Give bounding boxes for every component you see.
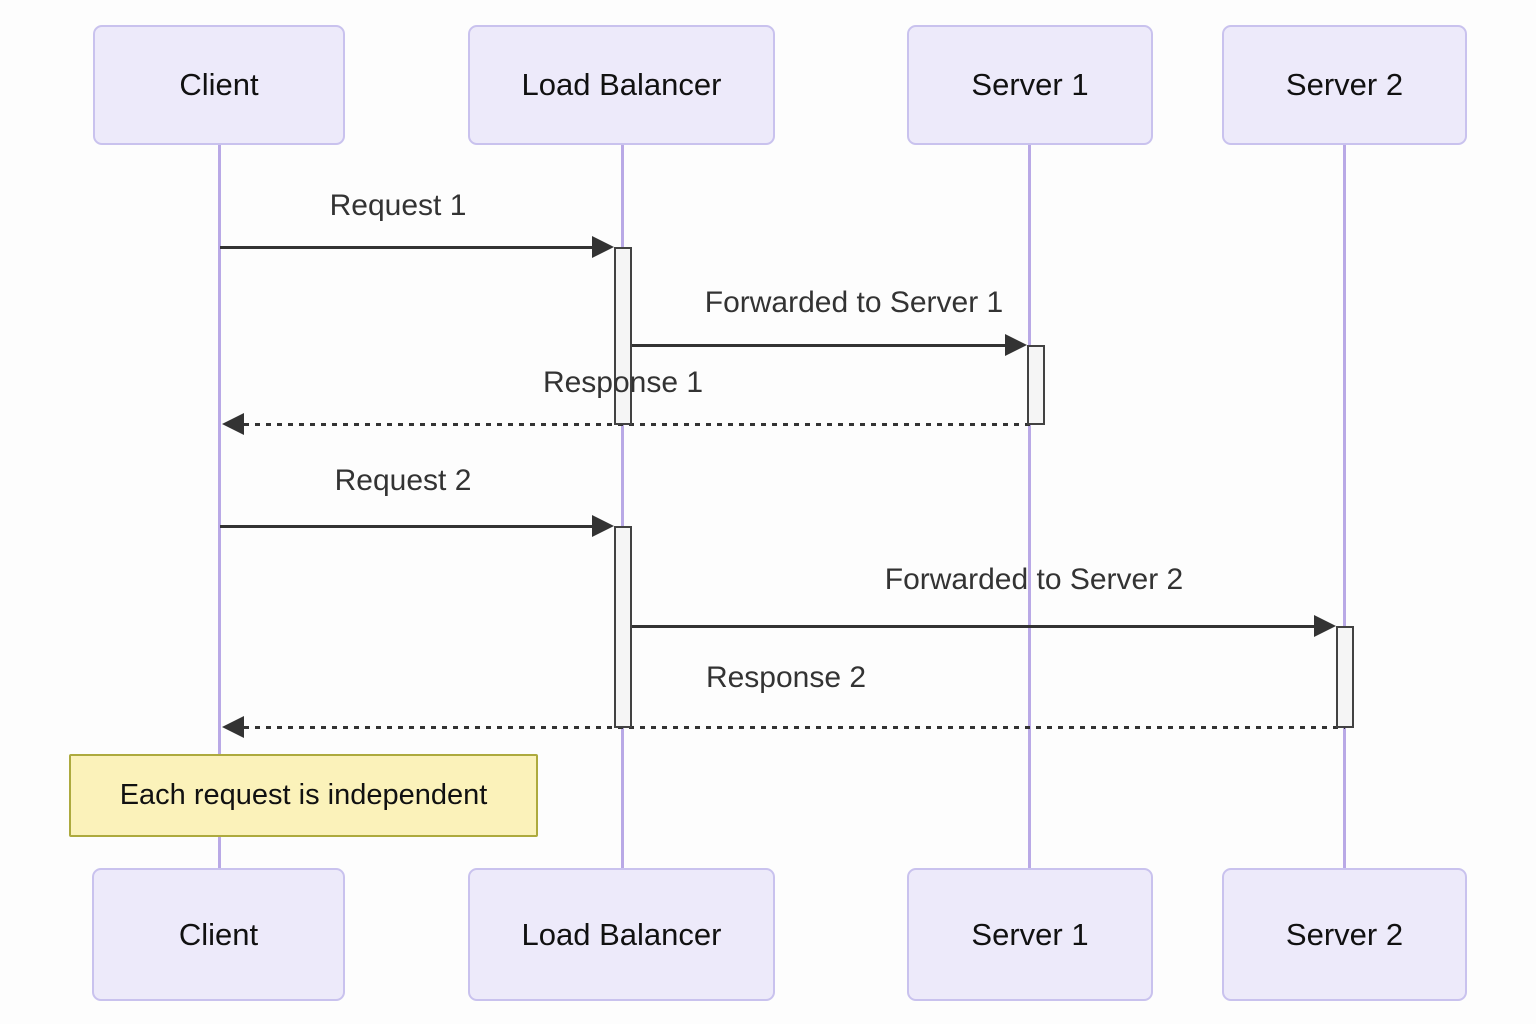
actor-label: Server 2 bbox=[1285, 67, 1404, 102]
activation-bar-server-1 bbox=[1027, 345, 1045, 425]
arrowhead-right-icon bbox=[592, 236, 614, 258]
actor-top-server-2: Server 2 bbox=[1222, 25, 1467, 145]
arrowhead-left-icon bbox=[222, 716, 244, 738]
message-forwarded-1-label: Forwarded to Server 1 bbox=[704, 286, 1004, 319]
message-response-1-label: Response 1 bbox=[542, 366, 704, 399]
actor-bottom-client: Client bbox=[92, 868, 345, 1001]
message-response-1-line bbox=[244, 423, 1036, 426]
actor-bottom-server-2: Server 2 bbox=[1222, 868, 1467, 1001]
message-request-1-line bbox=[220, 246, 593, 249]
lifeline-load-balancer bbox=[621, 145, 624, 868]
lifeline-client bbox=[218, 145, 221, 868]
message-request-1-label: Request 1 bbox=[329, 189, 467, 222]
arrowhead-right-icon bbox=[592, 515, 614, 537]
actor-bottom-server-1: Server 1 bbox=[907, 868, 1153, 1001]
message-response-2-line bbox=[244, 726, 1345, 729]
note-box: Each request is independent bbox=[69, 754, 538, 837]
actor-top-load-balancer: Load Balancer bbox=[468, 25, 775, 145]
actor-label: Server 1 bbox=[971, 67, 1089, 102]
message-forwarded-2-line bbox=[632, 625, 1315, 628]
actor-label: Client bbox=[179, 67, 259, 102]
arrowhead-right-icon bbox=[1005, 334, 1027, 356]
arrowhead-right-icon bbox=[1314, 615, 1336, 637]
actor-top-client: Client bbox=[93, 25, 345, 145]
actor-label: Load Balancer bbox=[521, 916, 722, 952]
message-forwarded-2-label: Forwarded to Server 2 bbox=[884, 563, 1184, 596]
actor-label: Server 2 bbox=[1285, 916, 1404, 952]
activation-bar-server-2 bbox=[1336, 626, 1354, 728]
message-forwarded-1-line bbox=[632, 344, 1006, 347]
activation-bar-load-balancer-2 bbox=[614, 526, 632, 728]
actor-label: Client bbox=[178, 916, 259, 952]
activation-bar-load-balancer-1 bbox=[614, 247, 632, 425]
actor-bottom-load-balancer: Load Balancer bbox=[468, 868, 775, 1001]
lifeline-server-1 bbox=[1028, 145, 1031, 868]
arrowhead-left-icon bbox=[222, 413, 244, 435]
lifeline-server-2 bbox=[1343, 145, 1346, 868]
message-request-2-label: Request 2 bbox=[334, 464, 472, 497]
actor-label: Server 1 bbox=[971, 916, 1089, 952]
note-text: Each request is independent bbox=[119, 779, 488, 811]
message-response-2-label: Response 2 bbox=[705, 661, 867, 694]
actor-label: Load Balancer bbox=[521, 67, 722, 102]
actor-top-server-1: Server 1 bbox=[907, 25, 1153, 145]
message-request-2-line bbox=[220, 525, 593, 528]
